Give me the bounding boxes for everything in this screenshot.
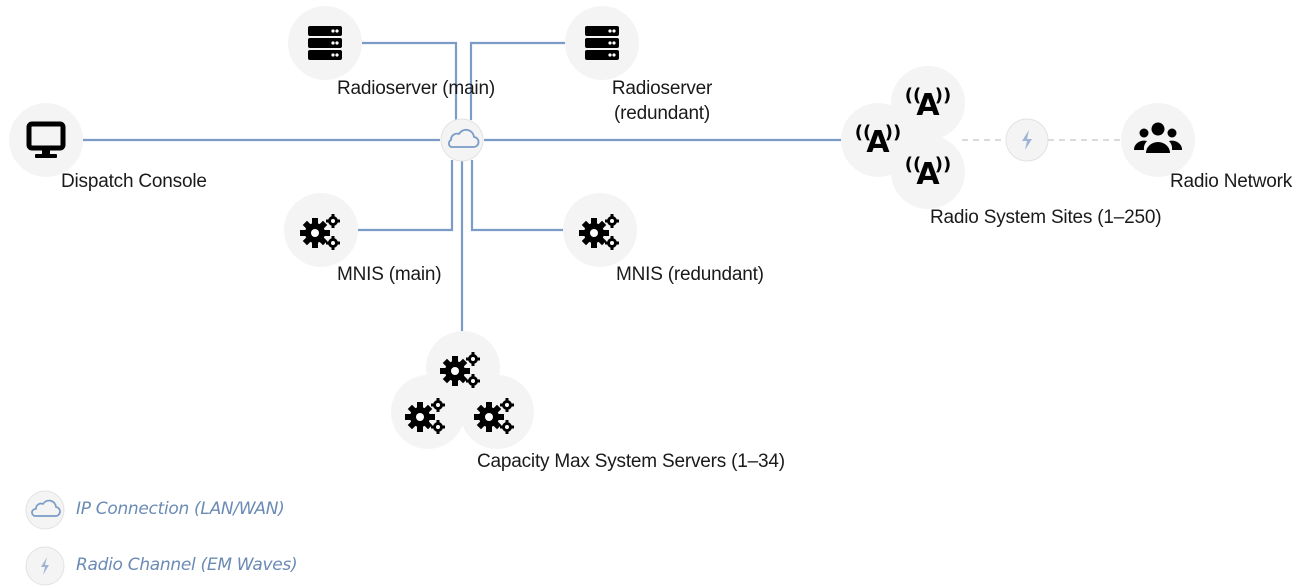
users-icon bbox=[1133, 122, 1183, 153]
legend-cloud-icon bbox=[25, 490, 65, 530]
bolt-icon bbox=[1005, 118, 1049, 162]
radioserver-redundant-label-line1: Radioserver bbox=[611, 78, 713, 99]
radioserver-main-label: Radioserver (main) bbox=[337, 78, 495, 99]
connection-lines bbox=[46, 41, 860, 345]
legend-ip-connection: IP Connection (LAN/WAN) bbox=[76, 499, 285, 519]
legend-radio-channel: Radio Channel (EM Waves) bbox=[76, 555, 298, 575]
monitor-icon bbox=[26, 121, 66, 158]
mnis-main-label: MNIS (main) bbox=[337, 264, 442, 285]
server-icon bbox=[308, 26, 342, 60]
system-servers-label: Capacity Max System Servers (1–34) bbox=[477, 451, 785, 472]
dispatch-console-label: Dispatch Console bbox=[61, 171, 207, 192]
radioserver-redundant-label-line2: (redundant) bbox=[613, 103, 711, 124]
server-icon bbox=[585, 26, 619, 60]
radio-network-label: Radio Network bbox=[1170, 171, 1293, 192]
cloud-icon bbox=[440, 118, 484, 162]
legend-bolt-icon bbox=[25, 546, 65, 586]
mnis-redundant-label: MNIS (redundant) bbox=[616, 264, 764, 285]
radio-sites-label: Radio System Sites (1–250) bbox=[930, 207, 1162, 228]
